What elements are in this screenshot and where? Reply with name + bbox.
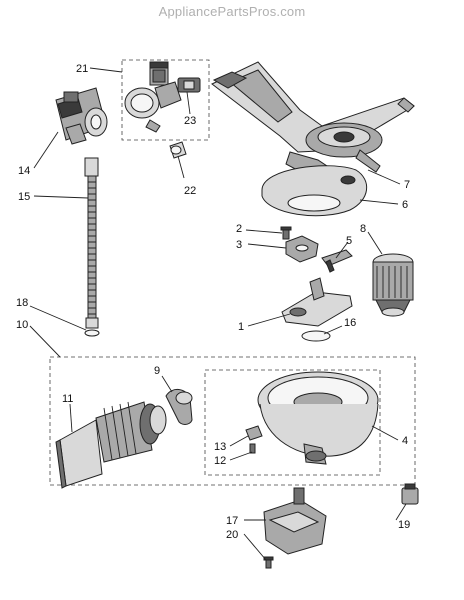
part-diverter-housing[interactable] xyxy=(124,61,201,133)
callout-6: 6 xyxy=(402,199,408,211)
callout-5: 5 xyxy=(346,235,352,247)
leader-lines xyxy=(29,67,407,561)
callout-3: 3 xyxy=(236,239,242,251)
callout-15: 15 xyxy=(18,191,30,203)
callout-23: 23 xyxy=(184,115,196,127)
part-hose-clamp-18[interactable] xyxy=(84,329,100,337)
watermark: AppliancePartsPros.com xyxy=(158,4,306,19)
callout-12: 12 xyxy=(214,455,226,467)
part-spray-arm[interactable] xyxy=(211,61,415,179)
group-box-4 xyxy=(204,369,381,476)
part-screw-20[interactable] xyxy=(263,556,274,569)
callout-20: 20 xyxy=(226,529,238,541)
callout-11: 11 xyxy=(62,393,73,405)
part-seal-22[interactable] xyxy=(169,141,187,159)
callout-18: 18 xyxy=(16,297,28,309)
callout-16: 16 xyxy=(344,317,356,329)
part-sensor-13[interactable] xyxy=(245,425,263,441)
callout-14: 14 xyxy=(18,165,30,177)
callout-19: 19 xyxy=(398,519,410,531)
callout-7: 7 xyxy=(404,179,410,191)
callout-labels: 21 23 22 14 15 18 10 7 6 2 3 5 8 1 16 9 … xyxy=(16,63,410,541)
group-box-21 xyxy=(121,59,210,141)
part-drain-pump[interactable] xyxy=(55,87,108,145)
part-pump-motor-11[interactable] xyxy=(55,401,167,489)
callout-8: 8 xyxy=(360,223,366,235)
callout-1: 1 xyxy=(238,321,244,333)
callout-22: 22 xyxy=(184,185,196,197)
callout-2: 2 xyxy=(236,223,242,235)
part-valve-17[interactable] xyxy=(263,487,327,555)
callout-9: 9 xyxy=(154,365,160,377)
part-sump-4[interactable] xyxy=(257,371,379,465)
part-cover-plate[interactable] xyxy=(261,165,367,217)
part-hose-9[interactable] xyxy=(165,389,193,425)
part-gasket-16[interactable] xyxy=(301,330,331,342)
callout-21: 21 xyxy=(76,63,88,75)
part-sensor-19[interactable] xyxy=(401,483,419,505)
part-manifold-1[interactable] xyxy=(281,277,353,327)
part-filter-assembly[interactable] xyxy=(372,253,414,317)
part-screw-2[interactable] xyxy=(280,226,292,240)
part-drain-hose[interactable] xyxy=(84,157,99,329)
callout-17: 17 xyxy=(226,515,238,527)
callout-4: 4 xyxy=(402,435,408,447)
part-screw-12[interactable] xyxy=(249,443,256,454)
part-bracket-3[interactable] xyxy=(285,235,319,263)
part-clip-5[interactable] xyxy=(321,249,353,273)
callout-13: 13 xyxy=(214,441,226,453)
callout-10: 10 xyxy=(16,319,28,331)
